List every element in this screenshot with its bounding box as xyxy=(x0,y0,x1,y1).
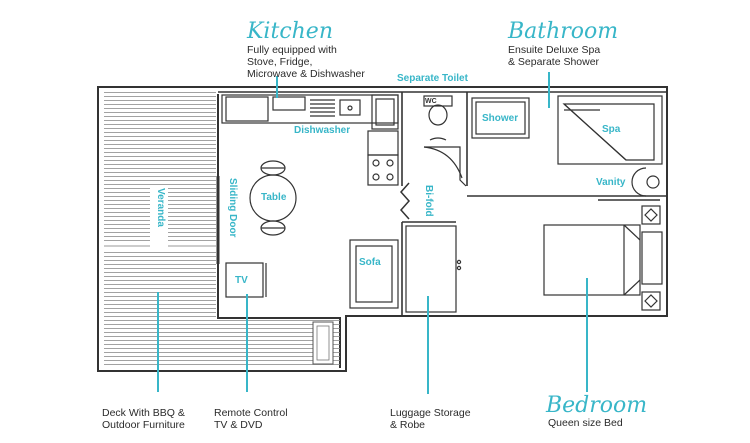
kitchen-heading: Kitchen xyxy=(247,19,333,44)
kitchen-description: Fully equipped with Stove, Fridge, Micro… xyxy=(247,44,365,80)
shower-label: Shower xyxy=(482,113,519,124)
deck-description: Deck With BBQ & Outdoor Furniture xyxy=(102,407,185,431)
shower-box xyxy=(471,97,530,139)
veranda-label: Veranda xyxy=(155,188,166,227)
sliding-door-label: Sliding Door xyxy=(227,178,238,238)
dishwasher-label: Dishwasher xyxy=(294,125,351,136)
table-label: Table xyxy=(261,192,287,203)
bifold-door xyxy=(399,182,411,220)
bedroom-heading: Bedroom xyxy=(546,393,648,418)
leader-lines xyxy=(157,72,588,394)
luggage-description: Luggage Storage & Robe xyxy=(390,407,471,431)
sofa-shape xyxy=(349,239,399,309)
kitchen-counter xyxy=(221,94,399,186)
wc-label: WC xyxy=(425,98,437,105)
luggage-robe xyxy=(405,225,462,313)
veranda-deck xyxy=(104,92,340,366)
tv-label: TV xyxy=(235,275,248,286)
dining-table xyxy=(249,160,297,236)
toilet xyxy=(423,95,467,187)
interior-walls xyxy=(216,91,667,316)
separate-toilet-label: Separate Toilet xyxy=(397,73,468,84)
remote-description: Remote Control TV & DVD xyxy=(214,407,288,431)
bedroom-description: Queen size Bed xyxy=(548,417,623,429)
vanity-basin xyxy=(631,167,660,197)
bifold-label: Bi-fold xyxy=(423,185,434,217)
bathroom-description: Ensuite Deluxe Spa & Separate Shower xyxy=(508,44,601,68)
spa-tub xyxy=(557,95,663,165)
bathroom-heading: Bathroom xyxy=(508,19,619,44)
vanity-label: Vanity xyxy=(596,177,626,188)
sofa-label: Sofa xyxy=(359,257,381,268)
bed xyxy=(543,205,663,311)
tv-unit xyxy=(225,262,267,298)
spa-label: Spa xyxy=(602,124,621,135)
